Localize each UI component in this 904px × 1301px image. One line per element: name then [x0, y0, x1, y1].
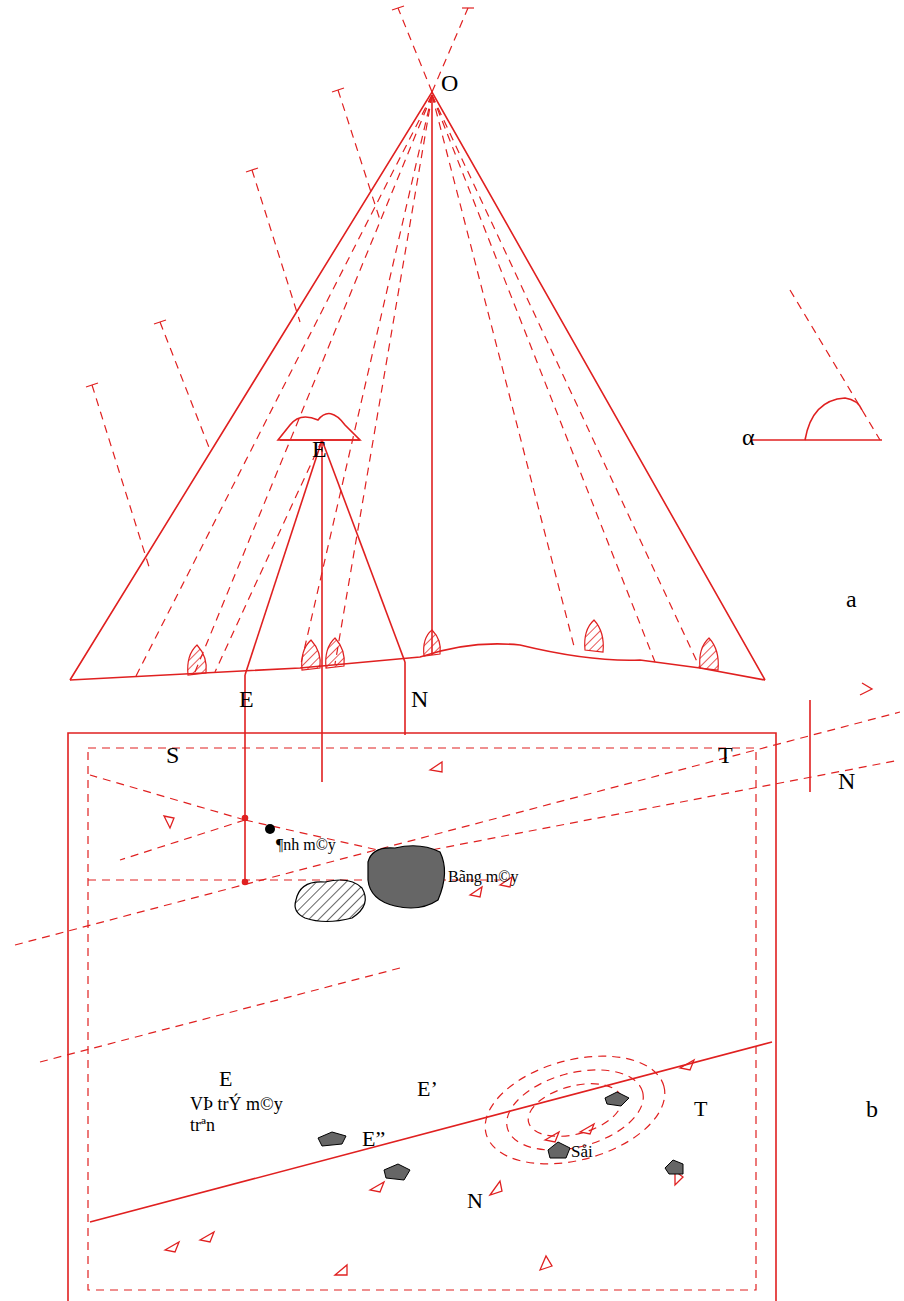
point-label: O [441, 70, 458, 98]
direction-label: N [467, 1188, 483, 1213]
point-label: E [219, 1066, 232, 1091]
cloud-position-label: VÞ trÝ m©y trªn [190, 1094, 286, 1135]
direction-label: T [718, 742, 733, 770]
panel-label: a [846, 586, 857, 614]
point-label: E [312, 436, 327, 464]
direction-label: N [411, 686, 428, 714]
direction-label: S [166, 742, 179, 770]
pebble-label: Såi [571, 1142, 593, 1162]
direction-label: T [694, 1096, 707, 1121]
point-label: E [239, 686, 254, 714]
cloud-image-label: ¶nh m©y [276, 836, 336, 854]
panel-label: b [866, 1096, 878, 1124]
point-label: E” [362, 1126, 385, 1151]
north-label: N [838, 768, 855, 796]
cloud-shadow-label: Bãng m©y [448, 868, 518, 886]
angle-label: α [742, 424, 755, 452]
point-label: E’ [417, 1076, 438, 1101]
